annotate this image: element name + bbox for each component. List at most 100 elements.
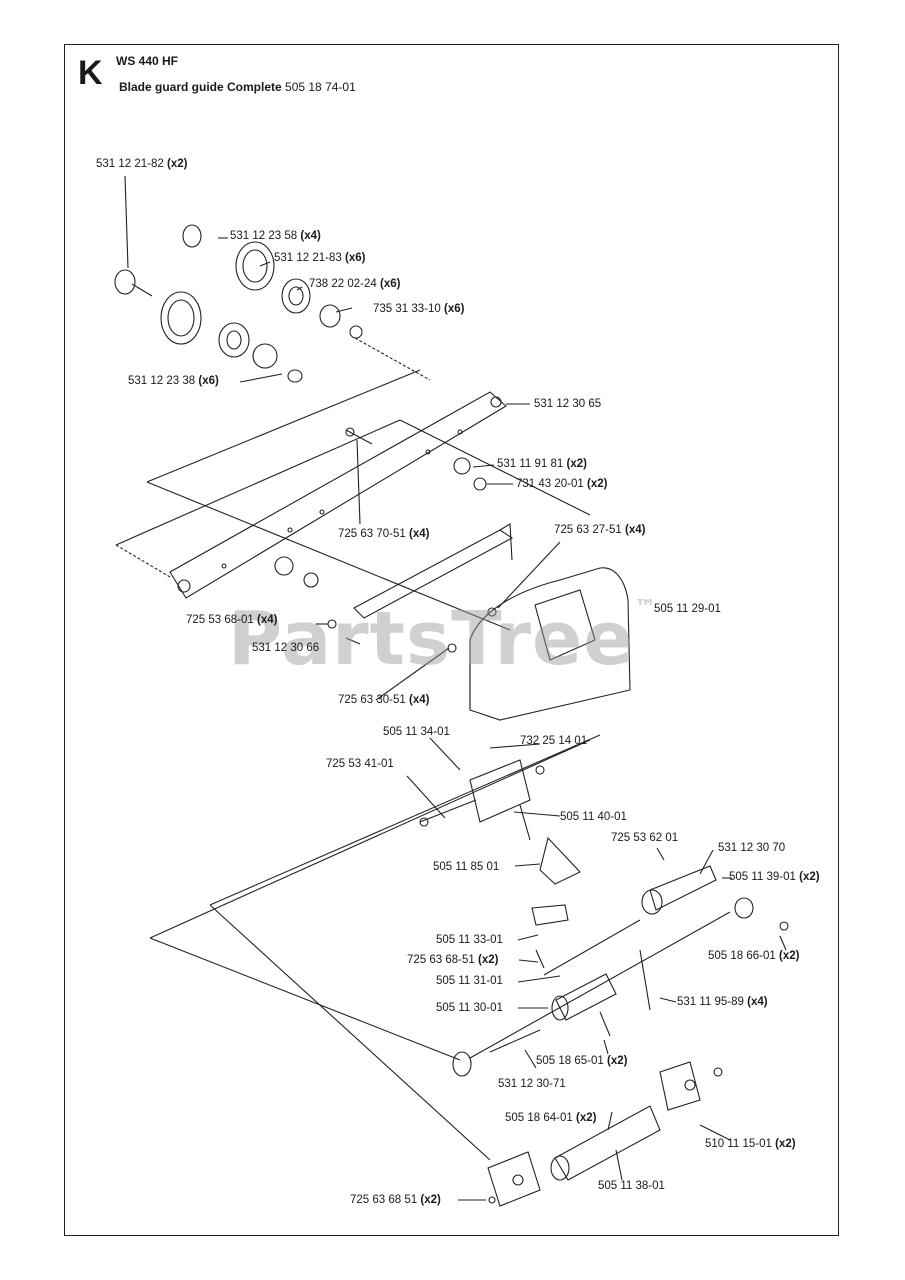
part-label: 725 63 70-51 (x4) — [338, 528, 429, 541]
diagram-title: Blade guard guide Complete 505 18 74-01 — [119, 80, 356, 94]
part-label: 725 63 68-51 (x2) — [407, 954, 498, 967]
part-label: 510 11 15-01 (x2) — [705, 1138, 796, 1151]
part-number: 531 12 23 58 — [230, 230, 298, 242]
part-qty: (x4) — [625, 524, 646, 536]
part-number: 510 11 15-01 — [705, 1138, 772, 1150]
part-label: 531 12 21-82 (x2) — [96, 158, 187, 171]
part-qty: (x2) — [775, 1138, 796, 1150]
part-number: 725 63 68-51 — [407, 954, 475, 966]
part-label: 505 18 64-01 (x2) — [505, 1112, 596, 1125]
part-label: 505 18 65-01 (x2) — [536, 1055, 627, 1068]
part-label: 725 63 68 51 (x2) — [350, 1194, 441, 1207]
part-qty: (x4) — [300, 230, 321, 242]
part-label: 725 53 41-01 — [326, 758, 394, 771]
part-label: 531 12 23 38 (x6) — [128, 375, 219, 388]
part-qty: (x2) — [587, 478, 608, 490]
part-label: 505 18 66-01 (x2) — [708, 950, 799, 963]
part-number: 505 11 31-01 — [436, 975, 503, 987]
part-number: 505 11 30-01 — [436, 1002, 503, 1014]
part-label: 505 11 34-01 — [383, 726, 450, 739]
part-label: 725 63 27-51 (x4) — [554, 524, 645, 537]
part-number: 531 12 23 38 — [128, 375, 196, 387]
section-letter: K — [78, 54, 103, 92]
part-label: 505 11 85 01 — [433, 861, 499, 874]
part-label: 505 11 40-01 — [560, 811, 627, 824]
part-label: 531 12 23 58 (x4) — [230, 230, 321, 243]
title-part-number: 505 18 74-01 — [285, 80, 356, 94]
part-number: 505 11 39-01 — [729, 871, 796, 883]
part-label: 725 53 68-01 (x4) — [186, 614, 277, 627]
trademark-symbol: ™ — [634, 596, 658, 621]
part-label: 505 11 39-01 (x2) — [729, 871, 820, 884]
part-number: 531 12 30-71 — [498, 1078, 566, 1090]
diagram-frame — [64, 44, 839, 1236]
title-text: Blade guard guide Complete — [119, 80, 282, 94]
part-number: 531 12 30 66 — [252, 642, 320, 654]
part-number: 725 53 68-01 — [186, 614, 254, 626]
part-number: 725 53 41-01 — [326, 758, 394, 770]
part-label: 531 12 30 66 — [252, 642, 319, 655]
part-number: 505 11 33-01 — [436, 934, 503, 946]
part-label: 531 12 21-83 (x6) — [274, 252, 365, 265]
part-label: 735 31 33-10 (x6) — [373, 303, 464, 316]
part-number: 725 63 27-51 — [554, 524, 622, 536]
part-number: 732 25 14 01 — [520, 735, 588, 747]
part-qty: (x6) — [198, 375, 219, 387]
part-number: 505 18 64-01 — [505, 1112, 573, 1124]
part-number: 505 18 66-01 — [708, 950, 776, 962]
part-number: 531 12 30 70 — [718, 842, 786, 854]
part-number: 505 11 40-01 — [560, 811, 627, 823]
part-label: 505 11 30-01 — [436, 1002, 503, 1015]
part-label: 531 11 91 81 (x2) — [497, 458, 587, 471]
part-qty: (x6) — [444, 303, 465, 315]
part-qty: (x2) — [779, 950, 800, 962]
part-number: 531 12 21-82 — [96, 158, 164, 170]
part-label: 725 53 62 01 — [611, 832, 678, 845]
part-qty: (x4) — [747, 996, 768, 1008]
part-qty: (x4) — [409, 694, 430, 706]
part-number: 725 63 70-51 — [338, 528, 406, 540]
part-number: 738 22 02-24 — [309, 278, 377, 290]
part-qty: (x2) — [566, 458, 587, 470]
part-label: 505 11 29-01 — [654, 603, 721, 616]
part-label: 725 63 30-51 (x4) — [338, 694, 429, 707]
part-qty: (x6) — [345, 252, 366, 264]
part-qty: (x4) — [257, 614, 278, 626]
part-qty: (x6) — [380, 278, 401, 290]
part-number: 505 11 38-01 — [598, 1180, 665, 1192]
part-label: 531 12 30 70 — [718, 842, 785, 855]
part-label: 732 25 14 01 — [520, 735, 587, 748]
part-label: 505 11 31-01 — [436, 975, 503, 988]
part-number: 531 11 95-89 — [677, 996, 744, 1008]
part-label: 505 11 38-01 — [598, 1180, 665, 1193]
part-number: 505 11 34-01 — [383, 726, 450, 738]
part-qty: (x2) — [607, 1055, 628, 1067]
part-number: 735 31 33-10 — [373, 303, 441, 315]
part-label: 731 43 20-01 (x2) — [516, 478, 607, 491]
part-label: 505 11 33-01 — [436, 934, 503, 947]
part-label: 738 22 02-24 (x6) — [309, 278, 400, 291]
part-number: 731 43 20-01 — [516, 478, 584, 490]
part-number: 531 12 21-83 — [274, 252, 342, 264]
part-number: 531 12 30 65 — [534, 398, 602, 410]
part-number: 505 11 85 01 — [433, 861, 500, 873]
model-name: WS 440 HF — [116, 54, 179, 68]
part-label: 531 11 95-89 (x4) — [677, 996, 768, 1009]
part-number: 725 63 68 51 — [350, 1194, 418, 1206]
part-qty: (x4) — [409, 528, 430, 540]
part-label: 531 12 30-71 — [498, 1078, 566, 1091]
watermark-text: PartsTree — [228, 596, 635, 682]
part-qty: (x2) — [576, 1112, 597, 1124]
part-number: 505 18 65-01 — [536, 1055, 604, 1067]
part-qty: (x2) — [420, 1194, 441, 1206]
part-number: 725 53 62 01 — [611, 832, 679, 844]
part-number: 531 11 91 81 — [497, 458, 564, 470]
part-qty: (x2) — [167, 158, 188, 170]
part-qty: (x2) — [478, 954, 499, 966]
part-qty: (x2) — [799, 871, 820, 883]
part-number: 505 11 29-01 — [654, 603, 721, 615]
watermark: PartsTree™ — [228, 596, 657, 682]
part-label: 531 12 30 65 — [534, 398, 601, 411]
part-number: 725 63 30-51 — [338, 694, 406, 706]
